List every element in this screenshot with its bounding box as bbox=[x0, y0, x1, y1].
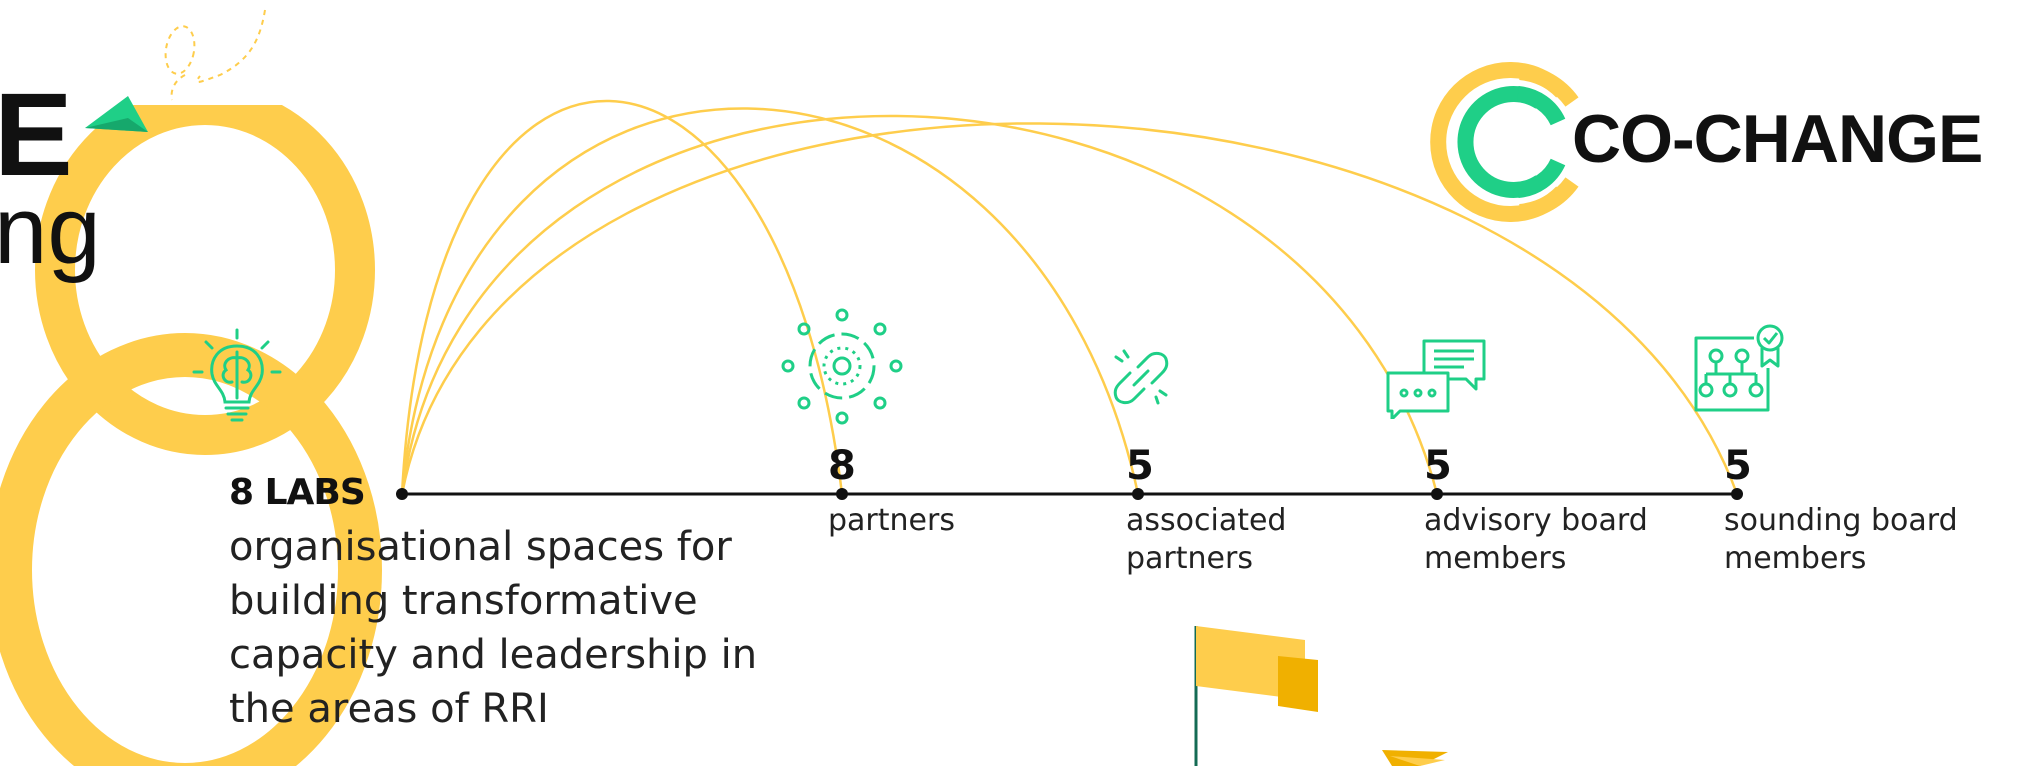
labs-description: organisational spaces for building trans… bbox=[229, 524, 758, 732]
stat-label-line: members bbox=[1724, 541, 1867, 576]
stat-number-partners: 8 bbox=[828, 443, 856, 489]
timeline-dot-labs bbox=[396, 488, 408, 500]
stat-label-line: partners bbox=[828, 503, 955, 538]
stat-label-line: associated bbox=[1126, 503, 1287, 538]
stat-label-partners: partners bbox=[828, 502, 1098, 540]
page-title-fragment: E bbox=[0, 69, 73, 201]
timeline-dot-associated bbox=[1132, 488, 1144, 500]
stat-label-line: members bbox=[1424, 541, 1567, 576]
chain-link-icon bbox=[1113, 349, 1169, 405]
stat-label-line: partners bbox=[1126, 541, 1253, 576]
stat-label-sounding: sounding board members bbox=[1724, 502, 1994, 578]
arc-to-associated bbox=[400, 107, 1140, 495]
timeline-dot-sounding bbox=[1731, 488, 1743, 500]
brand-name: CO-CHANGE bbox=[1572, 101, 1983, 177]
org-chart-badge-icon bbox=[1694, 324, 1784, 412]
lightbulb-brain-icon bbox=[192, 328, 282, 422]
network-hub-icon bbox=[781, 308, 903, 425]
stat-label-line: sounding board bbox=[1724, 503, 1958, 538]
labs-title: 8 LABS bbox=[229, 472, 366, 513]
flag-decoration bbox=[1194, 626, 1448, 766]
timeline-dot-partners bbox=[836, 488, 848, 500]
stat-number-advisory: 5 bbox=[1424, 443, 1452, 489]
chat-bubbles-icon bbox=[1386, 339, 1486, 419]
paper-plane-icon bbox=[85, 9, 266, 132]
arc-to-advisory bbox=[400, 114, 1439, 495]
stat-label-associated: associated partners bbox=[1126, 502, 1396, 578]
arc-to-partners bbox=[400, 99, 844, 495]
stat-label-advisory: advisory board members bbox=[1424, 502, 1694, 578]
stat-number-sounding: 5 bbox=[1724, 443, 1752, 489]
big-eight-graphic bbox=[0, 105, 382, 766]
stat-label-line: advisory board bbox=[1424, 503, 1648, 538]
arc-to-sounding bbox=[400, 122, 1739, 495]
timeline-dot-advisory bbox=[1431, 488, 1443, 500]
stat-number-associated: 5 bbox=[1126, 443, 1154, 489]
co-change-logo-icon bbox=[1430, 62, 1579, 222]
page-subtitle-fragment: ng bbox=[0, 177, 101, 284]
